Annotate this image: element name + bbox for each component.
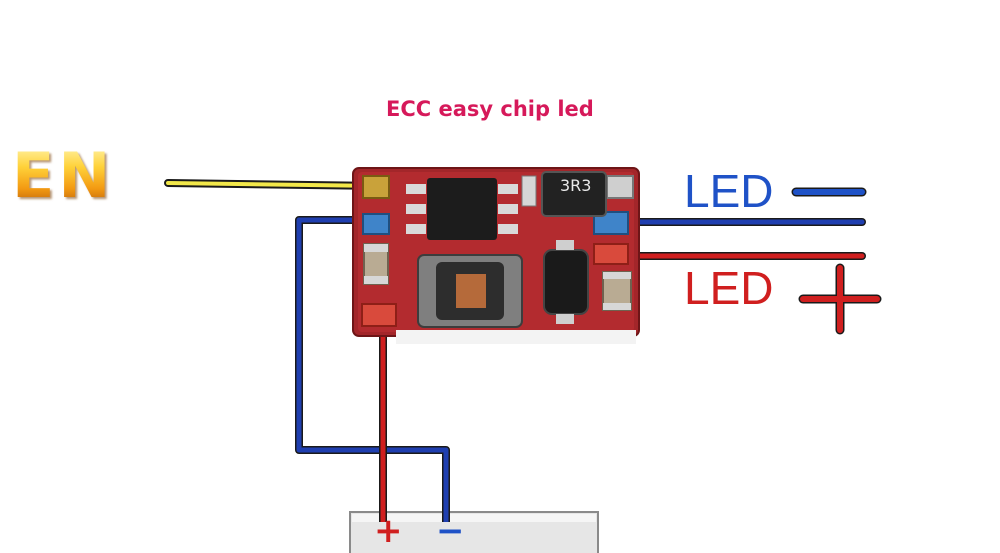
diode (543, 249, 589, 315)
pcb-module (352, 167, 640, 344)
vin-pad (361, 303, 397, 327)
inductor (541, 171, 607, 217)
enable-label: EN (12, 139, 115, 212)
led-minus-pad (593, 211, 629, 235)
battery-minus-sign: − (436, 511, 465, 551)
led-minus-label: LED (684, 165, 774, 217)
inductor-marking: 3R3 (560, 176, 592, 195)
diagram-title: ECC easy chip led (386, 97, 594, 121)
plus-sign-icon (798, 263, 882, 335)
gnd-pad (362, 213, 390, 235)
enable-wire (164, 179, 388, 190)
en-pad (362, 175, 390, 199)
battery-plus-sign: + (374, 511, 403, 551)
led-plus-label: LED (684, 262, 774, 314)
battery (349, 511, 599, 553)
battery-negative-wire (295, 216, 450, 522)
led-plus-pad (593, 243, 629, 265)
